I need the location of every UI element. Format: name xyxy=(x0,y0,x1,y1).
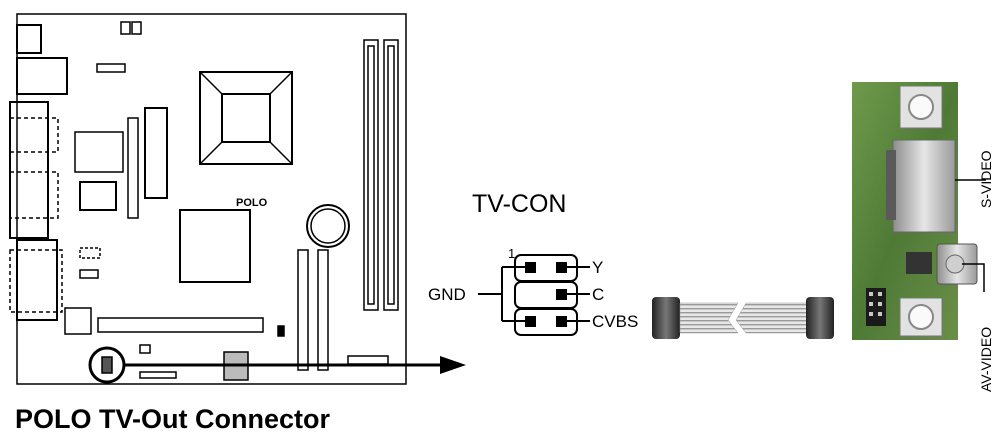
pin-1 xyxy=(525,262,536,273)
pin-5 xyxy=(525,316,536,327)
pci-slot xyxy=(317,249,329,371)
agp-slot xyxy=(97,317,264,333)
figure-caption: POLO TV-Out Connector xyxy=(15,404,330,433)
battery xyxy=(306,204,350,248)
pin-2 xyxy=(556,262,567,273)
tv-out-module xyxy=(852,82,978,340)
cpu-socket xyxy=(199,71,293,165)
board-chip-label: POLO xyxy=(236,197,268,209)
connector-title: TV-CON xyxy=(472,190,566,218)
io-port xyxy=(9,171,59,219)
module-header-pins xyxy=(866,288,886,326)
io-port xyxy=(9,117,59,153)
pin1-marker: 1 xyxy=(508,246,515,261)
pin-6 xyxy=(556,316,567,327)
s-video-jack xyxy=(892,139,956,233)
tv-con-header xyxy=(478,254,590,336)
pin-label-cvbs: CVBS xyxy=(592,312,638,331)
pci-slot xyxy=(297,249,309,371)
pin-label-c: C xyxy=(592,285,604,304)
io-port xyxy=(16,57,68,95)
northbridge-chip xyxy=(179,209,251,283)
av-video-label: AV-VIDEO xyxy=(978,327,994,392)
io-port xyxy=(16,239,58,321)
ribbon-cable xyxy=(652,297,834,339)
pin-label-y: Y xyxy=(592,258,603,277)
dimm-slot xyxy=(383,39,399,311)
s-video-label: S-VIDEO xyxy=(978,150,994,208)
io-port xyxy=(9,249,63,313)
ground-label: GND xyxy=(428,285,466,304)
board-outline xyxy=(16,13,407,385)
dimm-slot xyxy=(363,39,379,311)
io-port xyxy=(16,24,42,54)
io-port xyxy=(9,101,49,239)
pointer-arrow xyxy=(124,356,466,374)
motherboard xyxy=(9,13,407,385)
pin-4 xyxy=(556,289,567,300)
